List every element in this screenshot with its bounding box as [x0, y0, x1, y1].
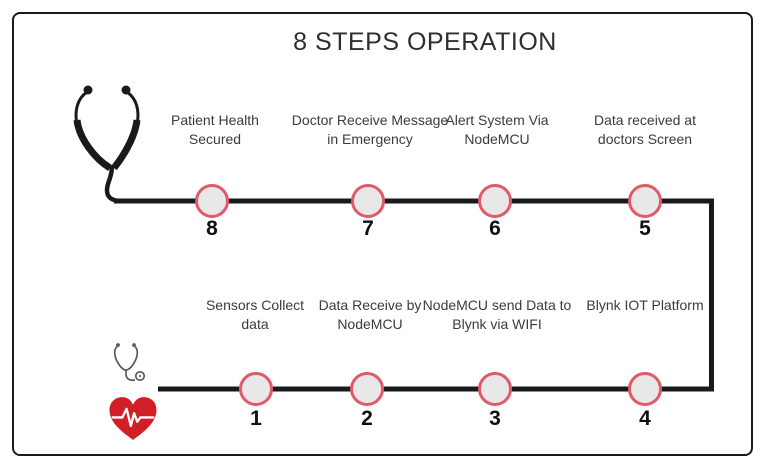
step-3-label: NodeMCU send Data to Blynk via WIFI	[422, 297, 572, 333]
step-7-label: Doctor Receive Message in Emergency	[291, 112, 449, 148]
step-5-marker	[628, 184, 662, 218]
step-6-label: Alert System Via NodeMCU	[445, 112, 549, 148]
step-3-number: 3	[489, 407, 501, 430]
step-2-number: 2	[361, 407, 373, 430]
step-4-label: Blynk IOT Platform	[586, 297, 704, 313]
step-1-marker	[239, 372, 273, 406]
step-2-marker	[350, 372, 384, 406]
timeline-path	[114, 198, 714, 392]
step-6-number: 6	[489, 217, 501, 240]
step-8-label: Patient Health Secured	[171, 112, 259, 148]
step-4-number: 4	[639, 407, 651, 430]
step-7-number: 7	[362, 217, 374, 240]
step-8-number: 8	[206, 217, 218, 240]
step-3-marker	[478, 372, 512, 406]
step-1-label: Sensors Collect data	[205, 297, 305, 333]
step-4-marker	[628, 372, 662, 406]
step-7-marker	[351, 184, 385, 218]
stethoscope-small-icon	[113, 343, 146, 382]
stethoscope-icon	[73, 85, 141, 204]
heart-ekg-icon	[109, 397, 157, 440]
step-6-marker	[478, 184, 512, 218]
step-1-number: 1	[250, 407, 262, 430]
step-5-number: 5	[639, 217, 651, 240]
diagram-title: 8 STEPS OPERATION	[293, 28, 557, 56]
step-2-label: Data Receive by NodeMCU	[318, 297, 422, 333]
step-8-marker	[195, 184, 229, 218]
step-5-label: Data received at doctors Screen	[594, 112, 696, 148]
ekg-pulse-line	[111, 407, 155, 428]
